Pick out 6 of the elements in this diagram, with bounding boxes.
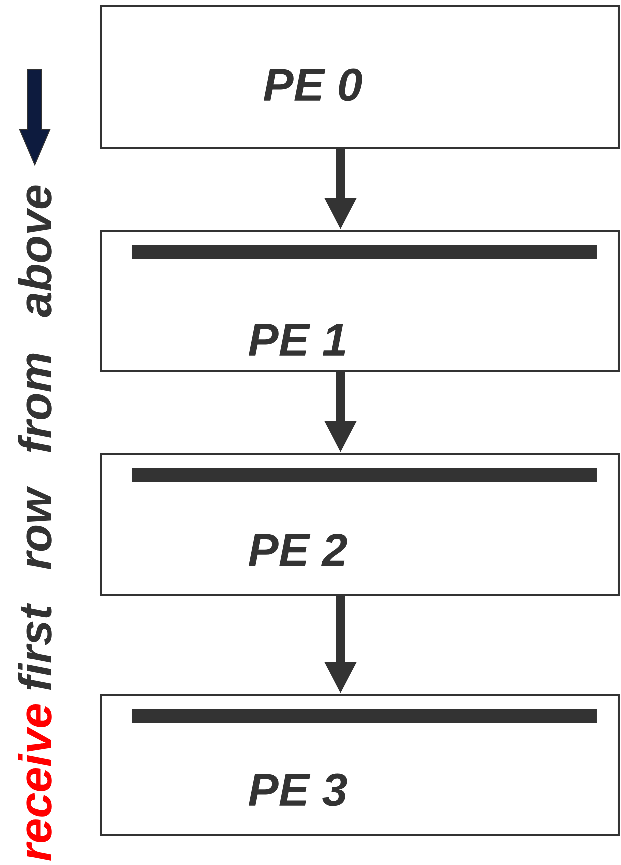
side-label: first row from above: [18, 186, 52, 690]
side-label: receive: [18, 704, 52, 862]
process-box: PE 1: [100, 230, 620, 372]
process-box: PE 0: [100, 5, 620, 149]
process-box: PE 2: [100, 453, 620, 596]
process-box: PE 3: [100, 694, 620, 836]
